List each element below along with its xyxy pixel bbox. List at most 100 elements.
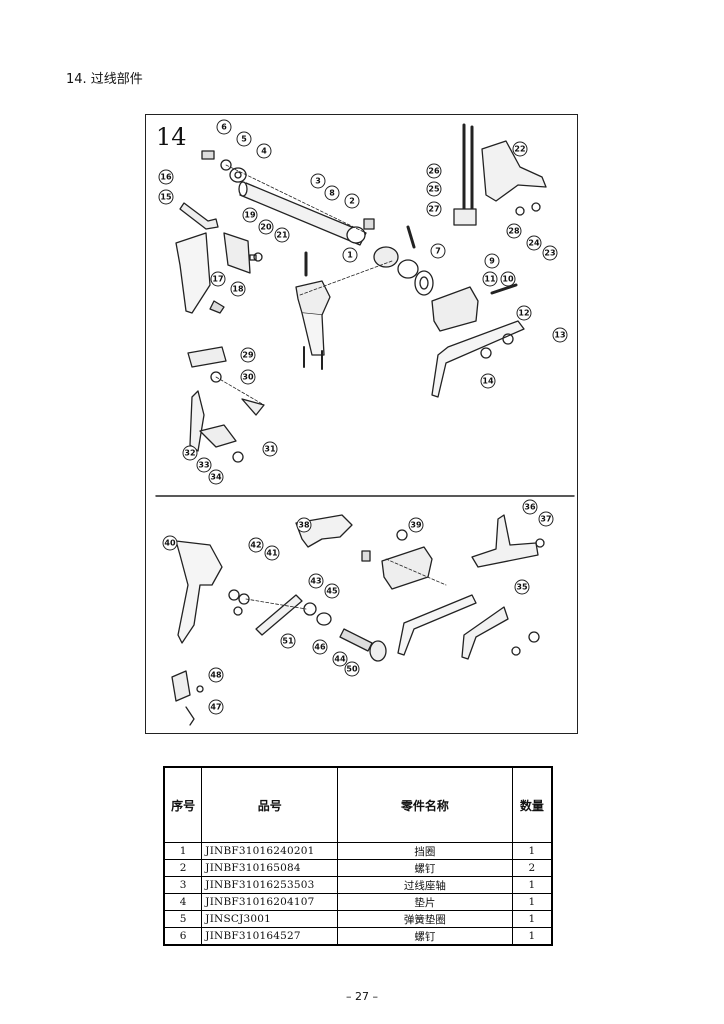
- table-header-row: 序号 品号 零件名称 数量: [163, 766, 553, 843]
- cell-name: 螺钉: [337, 859, 513, 877]
- cell-qty: 1: [511, 842, 553, 860]
- svg-text:9: 9: [489, 257, 495, 266]
- cell-code: JINBF31016240201: [201, 842, 339, 860]
- svg-text:8: 8: [329, 189, 335, 198]
- cell-qty: 1: [511, 876, 553, 894]
- callout-23: 23: [542, 245, 558, 261]
- callout-39: 39: [408, 517, 424, 533]
- svg-text:10: 10: [502, 275, 514, 284]
- cell-no: 4: [163, 893, 203, 911]
- callout-6: 6: [216, 119, 232, 135]
- svg-text:4: 4: [261, 147, 267, 156]
- cell-code: JINBF31016253503: [201, 876, 339, 894]
- cell-no: 1: [163, 842, 203, 860]
- cell-name: 弹簧垫圈: [337, 910, 513, 928]
- cell-name: 挡圈: [337, 842, 513, 860]
- cell-code: JINBF31016204107: [201, 893, 339, 911]
- callout-18: 18: [230, 281, 246, 297]
- svg-text:18: 18: [232, 285, 244, 294]
- svg-text:26: 26: [428, 167, 440, 176]
- callout-48: 48: [208, 667, 224, 683]
- callout-51: 51: [280, 633, 296, 649]
- svg-text:24: 24: [528, 239, 540, 248]
- callout-14: 14: [480, 373, 496, 389]
- svg-text:28: 28: [508, 227, 520, 236]
- callout-25: 25: [426, 181, 442, 197]
- svg-text:37: 37: [540, 515, 551, 524]
- svg-text:34: 34: [210, 473, 222, 482]
- callout-50: 50: [344, 661, 360, 677]
- svg-text:5: 5: [241, 135, 247, 144]
- svg-text:15: 15: [160, 193, 172, 202]
- table-row: 6 JINBF310164527 螺钉 1: [163, 927, 553, 946]
- svg-text:1: 1: [347, 251, 353, 260]
- svg-text:16: 16: [160, 173, 172, 182]
- callout-47: 47: [208, 699, 224, 715]
- cell-qty: 1: [511, 910, 553, 928]
- svg-text:29: 29: [242, 351, 254, 360]
- svg-text:19: 19: [244, 211, 256, 220]
- svg-text:27: 27: [428, 205, 439, 214]
- callout-44: 44: [332, 651, 348, 667]
- table-row: 1 JINBF31016240201 挡圈 1: [163, 842, 553, 860]
- exploded-parts-diagram: 6 5 4 3 8 2 1 7 16 15 19 20 21 17 18 22 …: [145, 114, 578, 734]
- table-row: 4 JINBF31016204107 垫片 1: [163, 893, 553, 911]
- callout-16: 16: [158, 169, 174, 185]
- header-qty: 数量: [511, 766, 553, 843]
- svg-text:44: 44: [334, 655, 346, 664]
- cell-no: 3: [163, 876, 203, 894]
- svg-text:36: 36: [524, 503, 536, 512]
- svg-text:33: 33: [198, 461, 209, 470]
- callout-13: 13: [552, 327, 568, 343]
- callout-2: 2: [344, 193, 360, 209]
- callout-29: 29: [240, 347, 256, 363]
- callout-43: 43: [308, 573, 324, 589]
- svg-text:11: 11: [484, 275, 496, 284]
- cell-name: 过线座轴: [337, 876, 513, 894]
- cell-no: 5: [163, 910, 203, 928]
- callout-30: 30: [240, 369, 256, 385]
- svg-text:13: 13: [554, 331, 565, 340]
- cell-code: JINBF310165084: [201, 859, 339, 877]
- callout-15: 15: [158, 189, 174, 205]
- callout-41: 41: [264, 545, 280, 561]
- callout-34: 34: [208, 469, 224, 485]
- svg-text:39: 39: [410, 521, 422, 530]
- callout-42: 42: [248, 537, 264, 553]
- callout-8: 8: [324, 185, 340, 201]
- svg-text:30: 30: [242, 373, 254, 382]
- plate-number: 14: [156, 123, 187, 151]
- callout-19: 19: [242, 207, 258, 223]
- callout-1: 1: [342, 247, 358, 263]
- callout-35: 35: [514, 579, 530, 595]
- callout-33: 33: [196, 457, 212, 473]
- table-row: 3 JINBF31016253503 过线座轴 1: [163, 876, 553, 894]
- callout-27: 27: [426, 201, 442, 217]
- cell-no: 2: [163, 859, 203, 877]
- callout-11: 11: [482, 271, 498, 287]
- callout-22: 22: [512, 141, 528, 157]
- svg-text:48: 48: [210, 671, 222, 680]
- svg-text:25: 25: [428, 185, 440, 194]
- cell-qty: 1: [511, 893, 553, 911]
- cell-code: JINSCJ3001: [201, 910, 339, 928]
- section-title: 14. 过线部件: [66, 72, 143, 87]
- callout-28: 28: [506, 223, 522, 239]
- svg-text:45: 45: [326, 587, 338, 596]
- callout-7: 7: [430, 243, 446, 259]
- callout-38: 38: [296, 517, 312, 533]
- svg-text:47: 47: [210, 703, 221, 712]
- svg-text:50: 50: [346, 665, 358, 674]
- svg-text:14: 14: [482, 377, 494, 386]
- svg-text:32: 32: [184, 449, 195, 458]
- svg-text:46: 46: [314, 643, 326, 652]
- svg-text:22: 22: [514, 145, 525, 154]
- callout-36: 36: [522, 499, 538, 515]
- header-name: 零件名称: [337, 766, 513, 843]
- table-row: 2 JINBF310165084 螺钉 2: [163, 859, 553, 877]
- svg-text:40: 40: [164, 539, 176, 548]
- callout-40: 40: [162, 535, 178, 551]
- callout-45: 45: [324, 583, 340, 599]
- cell-name: 螺钉: [337, 927, 513, 946]
- svg-text:12: 12: [518, 309, 529, 318]
